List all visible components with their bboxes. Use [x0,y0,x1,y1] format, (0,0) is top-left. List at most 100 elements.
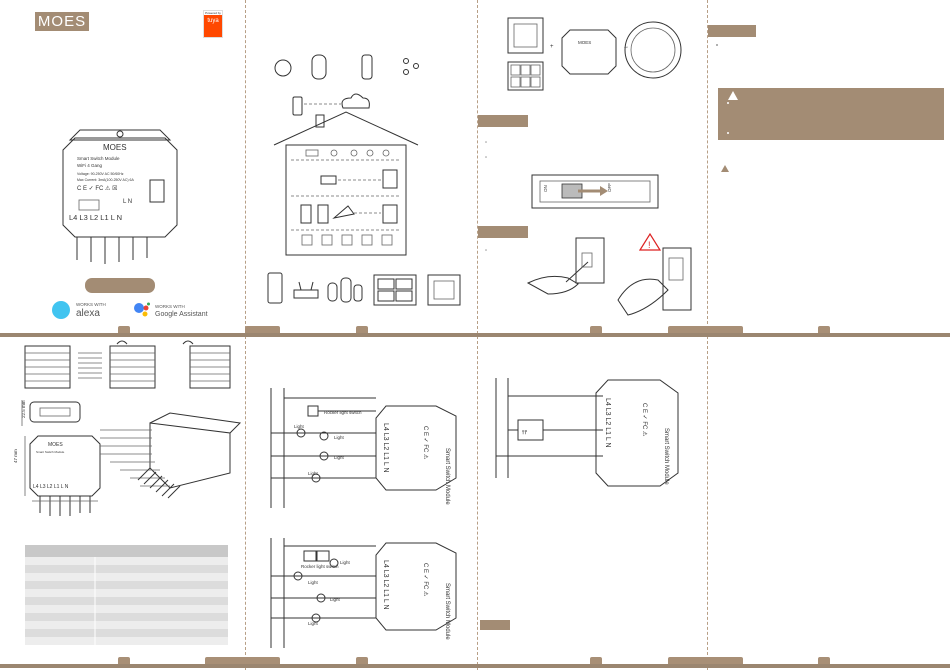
page-tab [356,326,368,333]
module-illustration: MOES Smart Switch Module WiFi 4 Gang Vol… [62,129,178,264]
tuya-badge: Powered by tuya [203,10,223,38]
svg-text:L4 L3 L2 L1 L N: L4 L3 L2 L1 L N [382,560,389,610]
safety-panel [708,0,950,333]
warning-box [718,88,944,140]
bottom-band [0,664,950,668]
wall-switch-icon [427,274,461,306]
router-icon [320,175,337,185]
spec-table [25,545,228,645]
junction-box [624,21,682,79]
light-icon [319,451,329,461]
svg-text:C E ✓ FC ⚠ ☒: C E ✓ FC ⚠ ☒ [77,185,117,192]
svg-text:Light: Light [308,580,319,585]
rocker-switch-icon [316,550,330,562]
svg-text:Smart Switch Module: Smart Switch Module [77,156,120,161]
page-tab [245,326,280,333]
warning-icon [728,91,738,100]
page-tab [818,326,830,333]
svg-text:Light: Light [330,597,341,602]
wire-strands [78,352,102,379]
svg-text:⫯⫯: ⫯⫯ [522,429,528,436]
rocker-switch-icon [303,550,317,562]
warning-icon [721,165,729,172]
svg-text:Light: Light [294,424,305,429]
hand-pliers [617,278,669,316]
google-badge: WORKS WITH Google Assistant [133,300,228,322]
page-tab [356,657,368,664]
wiring-diagram-1: Rocker light switch Light Light Light Li… [270,388,457,508]
svg-text:Max Current: 3mA(100-250V AC): Max Current: 3mA(100-250V AC) 6A [77,178,134,182]
module-side-view [29,401,81,423]
logo-text: MOES [37,13,87,30]
svg-text:WiFi 4 Gang: WiFi 4 Gang [77,163,103,168]
page-tab [205,657,280,664]
page-tab [118,326,130,333]
svg-text:Smart Switch Module: Smart Switch Module [663,428,669,485]
svg-text:Smart Switch Module: Smart Switch Module [444,583,450,640]
warning-icon [638,232,662,251]
rocker-switch-icon [307,405,319,417]
svg-text:!: ! [648,240,651,250]
svg-text:MOES: MOES [578,40,591,45]
svg-text:Smart Switch Module: Smart Switch Module [36,450,65,454]
svg-text:Light: Light [334,455,345,460]
section-header-bar [478,115,528,127]
smart-home-diagram [267,54,461,306]
breaker-switch [531,174,659,209]
svg-text:Light: Light [308,621,319,626]
svg-text:C E ✓ FC ⚠: C E ✓ FC ⚠ [422,563,429,597]
terminal-block-2 [109,345,156,389]
section-header-bar [480,620,510,630]
svg-text:MOES: MOES [48,442,63,448]
switch-module-icon [382,169,398,189]
svg-text:47 mm: 47 mm [13,449,18,463]
hand-screwdriver [526,275,579,295]
light-icon [293,571,303,581]
svg-text:MOES: MOES [103,143,127,152]
page-tab [590,326,602,333]
phone-icon [267,272,283,304]
wall-plate [575,237,605,284]
house-roof [273,111,419,146]
svg-text:C E ✓ FC ⚠: C E ✓ FC ⚠ [641,403,648,437]
smart-speaker-icon [361,54,373,80]
bullet [716,44,718,46]
wiring-diagram-2: Rocker light switch Light Light Light Li… [270,538,457,648]
cover-panel: MOES Powered by tuya MOES Smart Switch M… [0,0,245,333]
wiring-module [595,379,679,487]
module-front-view [29,435,101,497]
svg-text:L4 L3 L2 L1 L N: L4 L3 L2 L1 L N [69,213,122,222]
svg-text:Light: Light [308,471,319,476]
terminal-block-1 [24,345,71,389]
middle-band [0,333,950,337]
svg-text:+: + [550,44,554,50]
house-body [285,144,407,256]
svg-text:OFF: OFF [607,183,612,192]
svg-text:→: → [623,44,629,50]
svg-text:22.5 mm: 22.5 mm [21,400,26,418]
google-assistant-icon [134,302,150,317]
svg-text:Light: Light [340,560,351,565]
svg-text:Rocker light switch: Rocker light switch [301,564,339,569]
svg-text:L4 L3 L2 L1 L N: L4 L3 L2 L1 L N [604,398,611,448]
wiring-module [375,405,457,491]
wall-switch-icon [507,17,544,54]
installation-panel: + MOES → ON OFF ! [478,17,692,316]
share-icon [403,58,419,75]
cover-title-bar [85,278,155,293]
brand-logo: MOES [35,12,89,31]
svg-text:C E ✓ FC ⚠: C E ✓ FC ⚠ [422,426,429,460]
section-header-bar [478,226,528,238]
svg-text:Light: Light [334,435,345,440]
router-icon [293,289,319,299]
timer-icon [274,59,292,77]
4-gang-switch-icon [373,274,417,306]
6-gang-switch-icon [507,61,544,91]
svg-text:Voltage: 90-250V AC 50/60Hz: Voltage: 90-250V AC 50/60Hz [77,172,124,176]
wiring-panel: Rocker light switch Light Light Light Li… [270,388,457,648]
light-icon [319,431,329,441]
light-icon [311,613,321,623]
svg-text:L4 L3 L2 L1 L N: L4 L3 L2 L1 L N [33,484,69,490]
svg-text:Smart Switch Module: Smart Switch Module [444,448,450,505]
terminal-block-3 [189,345,231,389]
